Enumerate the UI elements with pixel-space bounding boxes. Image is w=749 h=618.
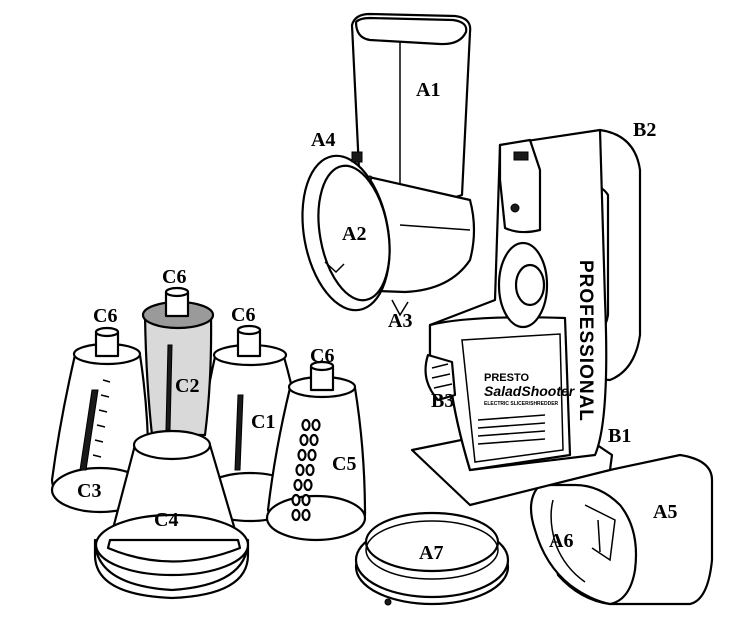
label-a2: A2 <box>342 223 366 245</box>
label-a6: A6 <box>549 530 573 552</box>
label-c6-c2: C6 <box>162 266 186 288</box>
part-c2-cone-shaded <box>141 286 215 437</box>
label-c6-c1: C6 <box>231 304 255 326</box>
brand-tagline: ELECTRIC SLICER/SHREDDER <box>484 401 559 407</box>
label-b2: B2 <box>633 119 656 141</box>
label-b1: B1 <box>608 425 631 447</box>
label-c6-c5: C6 <box>310 345 334 367</box>
label-c6-c3: C6 <box>93 305 117 327</box>
label-a1: A1 <box>416 79 440 101</box>
label-a4: A4 <box>311 129 335 151</box>
part-b-motor-base <box>410 128 642 507</box>
label-b3: B3 <box>431 390 454 412</box>
label-c2: C2 <box>175 375 199 397</box>
part-a5-food-chute <box>529 453 714 606</box>
label-c3: C3 <box>77 480 101 502</box>
part-a7-ring <box>354 511 510 606</box>
label-a5: A5 <box>653 501 677 523</box>
c5-holes <box>291 418 321 522</box>
brand-product-name: SaladShooter <box>484 383 576 399</box>
part-c4-cone <box>93 429 250 600</box>
brand-professional: PROFESSIONAL <box>575 260 596 422</box>
part-a-chute-housing <box>301 12 476 317</box>
part-c5-cone <box>265 360 367 542</box>
label-c5: C5 <box>332 453 356 475</box>
brand-presto: PRESTO <box>484 372 529 384</box>
label-a3: A3 <box>388 310 412 332</box>
label-a7: A7 <box>419 542 443 564</box>
label-c1: C1 <box>251 411 275 433</box>
c3-slots <box>92 379 111 458</box>
label-c4: C4 <box>154 509 178 531</box>
base-vents <box>477 414 546 445</box>
